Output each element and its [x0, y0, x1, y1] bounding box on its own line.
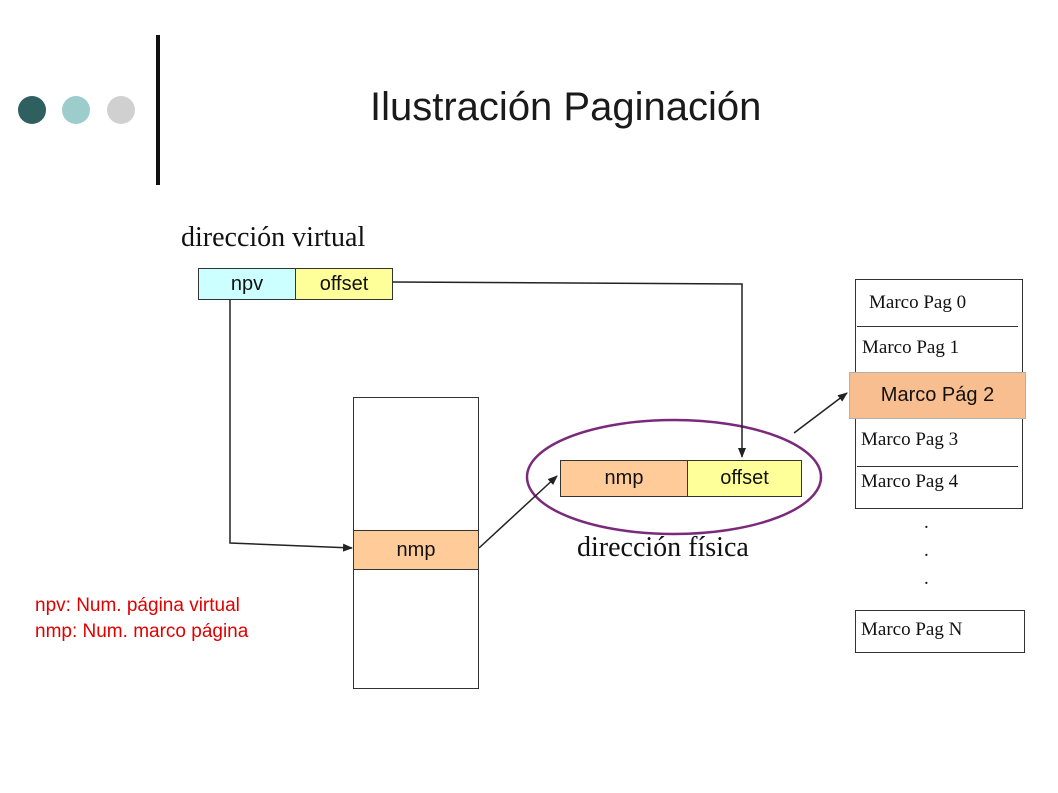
- virtual-address-label: dirección virtual: [181, 222, 366, 253]
- ellipsis-dot: .: [924, 512, 929, 533]
- header-dot-teal: [62, 96, 90, 124]
- memory-frame-2-highlight: Marco Pág 2: [849, 372, 1026, 419]
- memory-frame-1: Marco Pag 1: [862, 337, 960, 358]
- frame-divider: [857, 326, 1018, 327]
- frame-divider: [857, 466, 1018, 467]
- ellipsis-dot: .: [924, 540, 929, 561]
- ellipsis-dot: .: [924, 568, 929, 589]
- offset-copy-arrow: [392, 281, 746, 458]
- memory-frame-last-box: [855, 610, 1025, 653]
- page-table-to-nmp-arrow: [478, 475, 558, 549]
- physical-offset-field: offset: [687, 460, 802, 497]
- header-divider: [156, 35, 160, 185]
- physical-address-to-frame-arrow: [793, 392, 848, 434]
- page-title: Ilustración Paginación: [370, 85, 762, 129]
- legend-npv: npv: Num. página virtual: [35, 595, 240, 616]
- physical-nmp-field: nmp: [560, 460, 688, 497]
- virtual-offset-field: offset: [295, 268, 393, 300]
- memory-frame-4: Marco Pag 4: [861, 471, 959, 492]
- physical-address-ellipse: [525, 418, 823, 536]
- npv-field: npv: [198, 268, 296, 300]
- legend-nmp: nmp: Num. marco página: [35, 621, 249, 642]
- memory-frame-3: Marco Pag 3: [861, 429, 959, 450]
- physical-address-label: dirección física: [577, 532, 749, 563]
- header-dot-dark: [18, 96, 46, 124]
- page-table-entry: nmp: [353, 530, 479, 570]
- header-dot-gray: [107, 96, 135, 124]
- npv-to-page-table-arrow: [229, 300, 353, 552]
- memory-frame-last: Marco Pag N: [861, 619, 963, 640]
- memory-frame-0: Marco Pag 0: [869, 292, 967, 313]
